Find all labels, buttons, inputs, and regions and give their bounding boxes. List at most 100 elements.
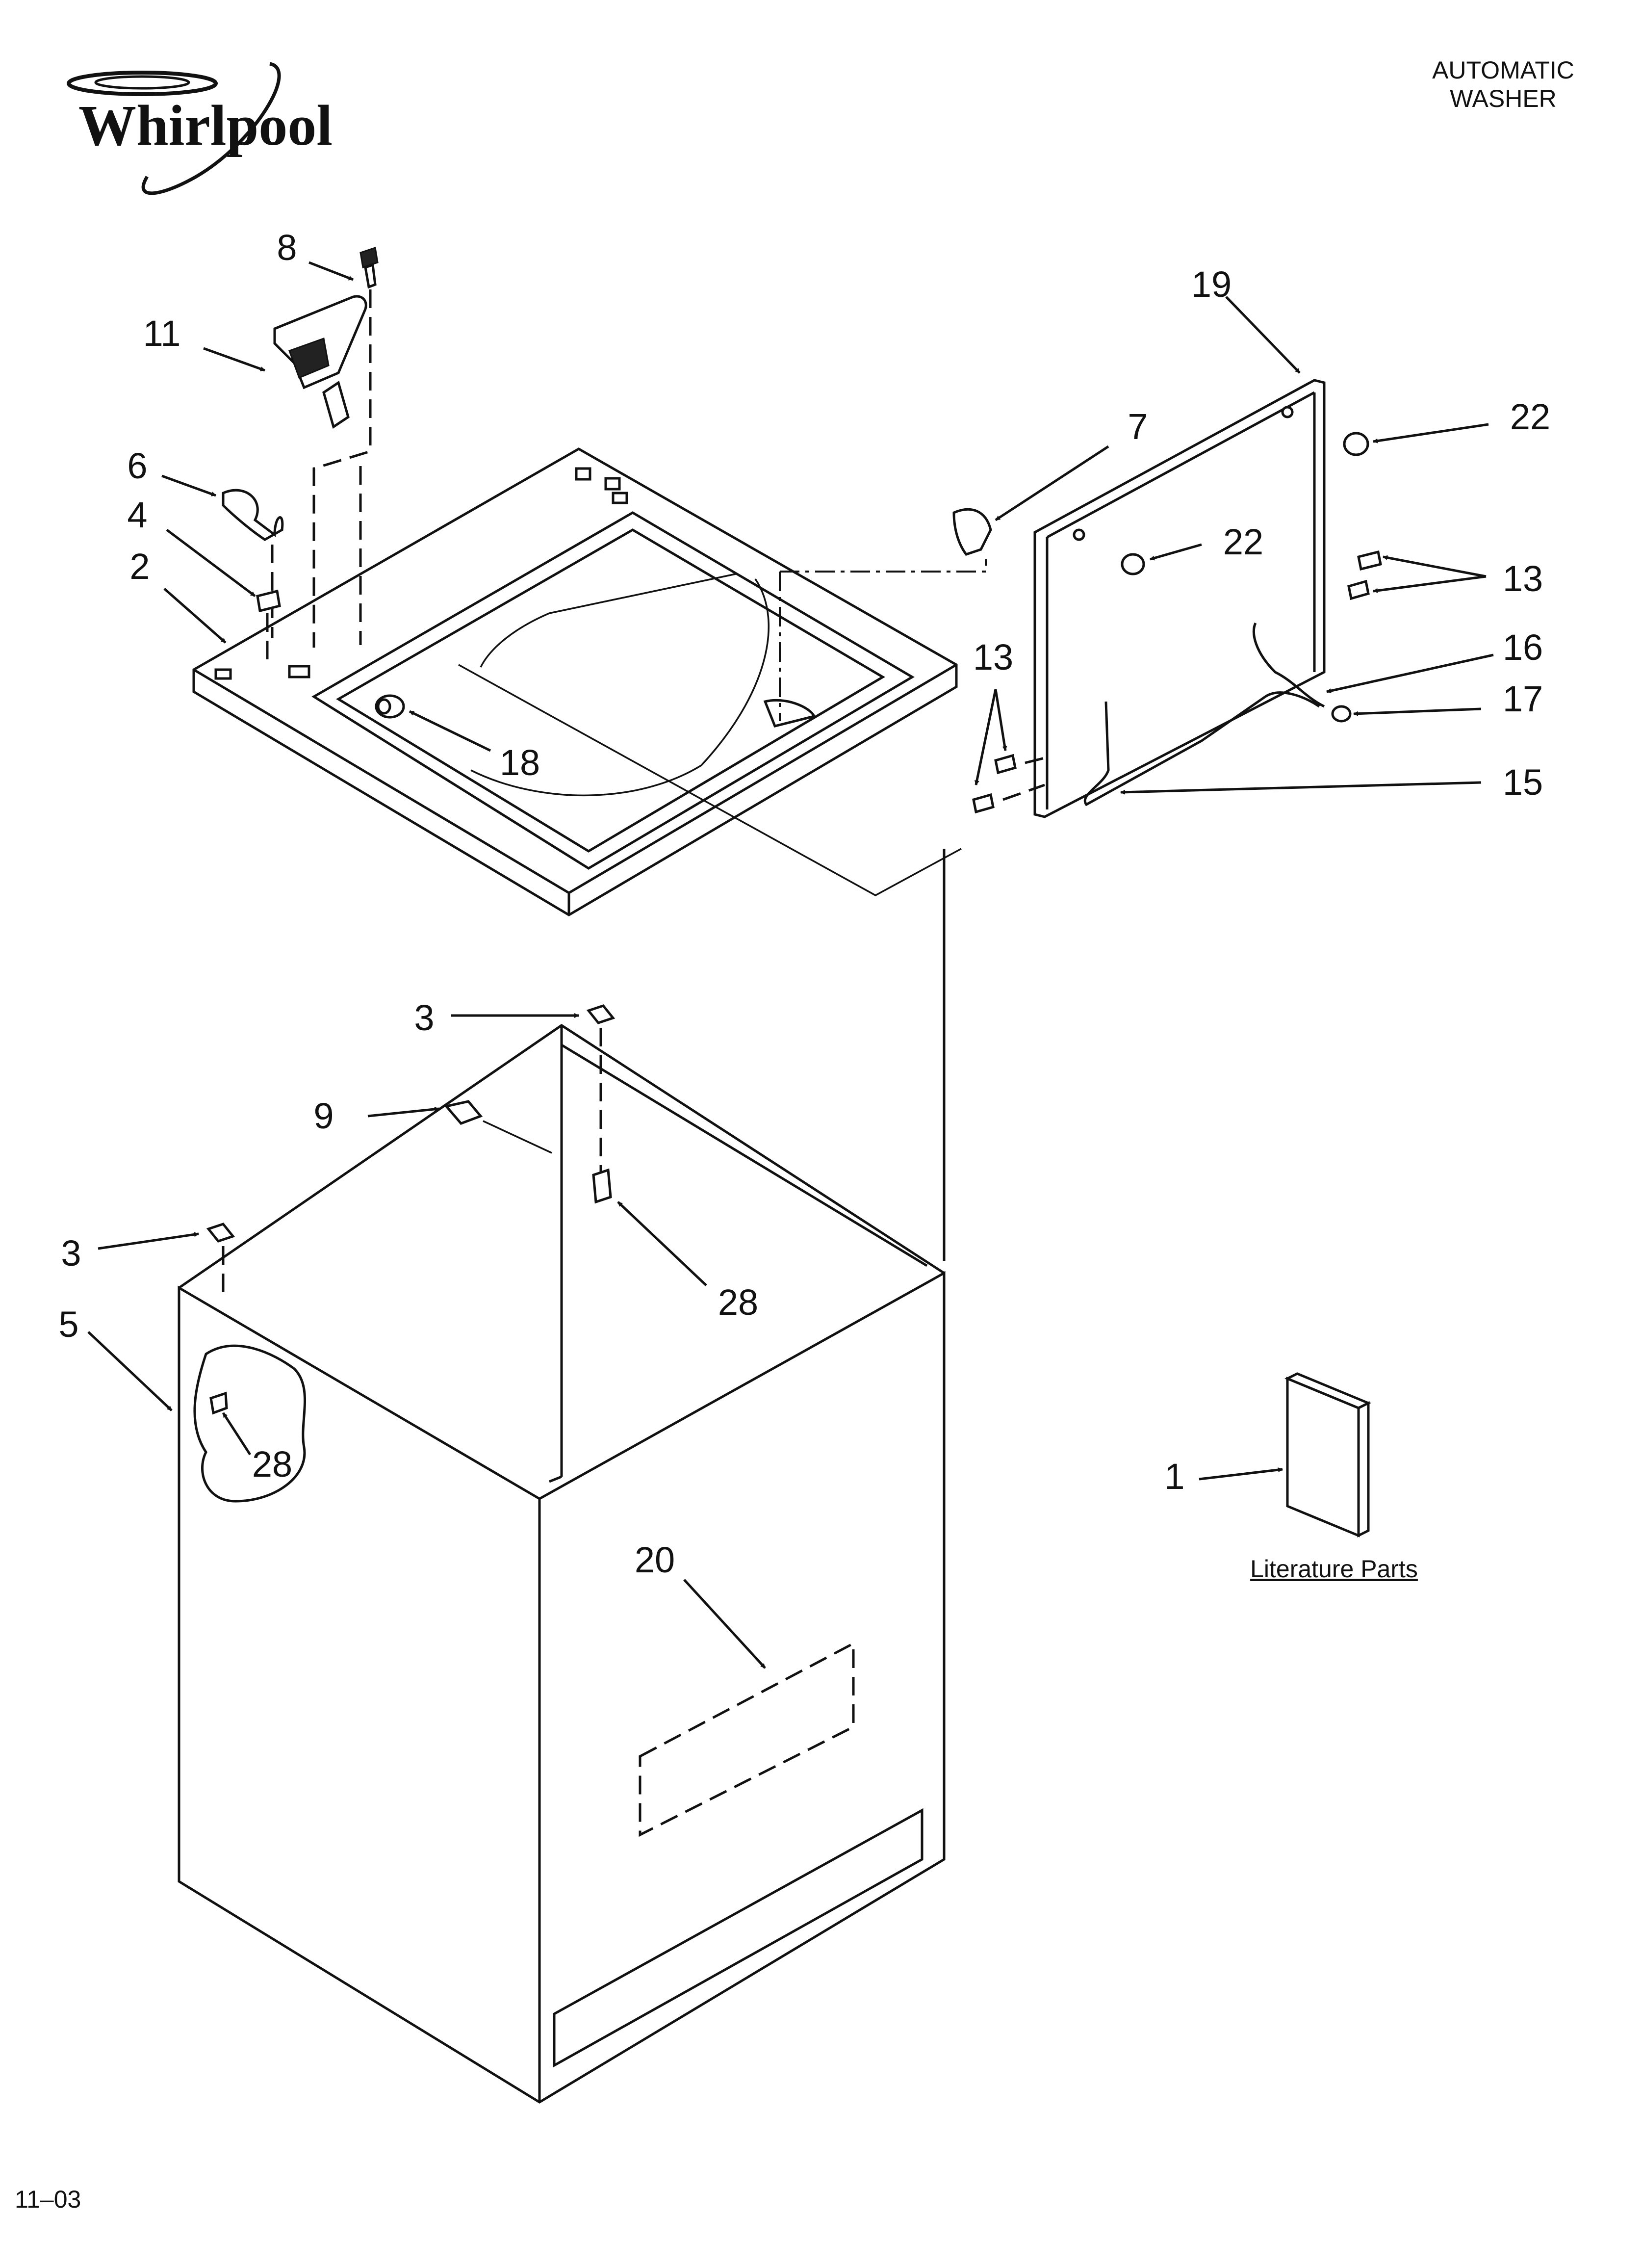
tub-inner-curve — [480, 573, 736, 668]
part-13-screw-a — [1357, 550, 1382, 571]
arrow-13b-1 — [974, 689, 997, 785]
logo-swirl-inner — [94, 75, 190, 90]
part-28-screw-b — [592, 1168, 612, 1204]
lid-switch-tab — [322, 381, 350, 429]
callout-17: 17 — [1503, 678, 1543, 719]
top-slot-3 — [575, 467, 591, 481]
callout-13-a: 13 — [1503, 558, 1543, 599]
arrow-15 — [1120, 781, 1482, 795]
callout-3-b: 3 — [414, 997, 434, 1038]
callout-13-b: 13 — [973, 637, 1013, 678]
callout-28-a: 28 — [252, 1444, 292, 1485]
date-code: 11–03 — [15, 2186, 81, 2213]
washer-top-assembly — [192, 447, 958, 916]
logo-swirl-ring — [67, 71, 218, 96]
logo-wordmark: Whirlpool — [78, 93, 333, 157]
top-slot-4 — [604, 477, 621, 491]
callout-1: 1 — [1164, 1456, 1184, 1497]
header-line-1: AUTOMATIC — [1432, 56, 1574, 84]
part-6-clip — [222, 489, 284, 541]
part-7-hinge — [952, 508, 992, 556]
screw-d-leader — [1002, 783, 1045, 801]
screw-head — [359, 247, 379, 268]
part-11-lid-switch — [273, 295, 367, 429]
callout-19: 19 — [1191, 264, 1232, 305]
lid-bumper-hole-2 — [1073, 528, 1085, 541]
part-4-clip — [256, 589, 281, 613]
cabinet-kick-panel — [553, 1808, 924, 2068]
lid-panel-outer — [1033, 379, 1326, 818]
callout-20: 20 — [635, 1539, 675, 1580]
part-18-bumper — [375, 694, 405, 719]
callout-6: 6 — [127, 445, 147, 486]
arrow-28a — [222, 1412, 252, 1456]
callout-11: 11 — [143, 313, 181, 354]
screw-c-leader — [1025, 756, 1045, 764]
arrow-13b-2 — [994, 689, 1007, 751]
screw-9-leader — [483, 1120, 552, 1154]
part-1-literature — [1284, 1372, 1372, 1538]
tub-rim-curve — [470, 578, 770, 797]
lid-inner-top — [1046, 391, 1315, 539]
hinge-leader — [780, 559, 987, 573]
cabinet-cutaway — [193, 1344, 307, 1503]
top-slot-1 — [288, 665, 310, 678]
lid-bumper-hole-1 — [1281, 406, 1294, 418]
callout-4: 4 — [127, 495, 147, 535]
part-15-hinge-rod — [1083, 691, 1320, 807]
screw-shank — [364, 263, 377, 289]
arrow-19 — [1225, 296, 1301, 374]
callout-2: 2 — [129, 546, 150, 587]
part-13-screw-c — [994, 754, 1017, 775]
arrow-11 — [203, 347, 265, 372]
arrow-22a — [1373, 423, 1489, 443]
part-19-lid — [1033, 379, 1326, 818]
callout-7: 7 — [1128, 406, 1148, 447]
lid-hinge-pad — [763, 699, 816, 728]
callout-16: 16 — [1503, 627, 1543, 668]
part-22-bumper-a — [1343, 432, 1369, 456]
callout-8: 8 — [277, 227, 297, 268]
arrow-28b — [617, 1201, 707, 1286]
logo-swoosh — [141, 62, 281, 195]
arrow-4 — [166, 529, 256, 597]
lid-opening-inner — [336, 528, 885, 853]
part-28-screw-a — [209, 1391, 228, 1415]
arrow-5 — [87, 1331, 173, 1411]
callout-3-a: 3 — [61, 1233, 81, 1274]
part-16-spring — [1252, 622, 1325, 708]
top-panel-outline — [192, 447, 958, 916]
callout-18: 18 — [500, 742, 540, 783]
arrow-6 — [161, 474, 216, 497]
arrow-9 — [367, 1106, 439, 1118]
arrow-13a-1 — [1383, 555, 1487, 578]
frame-inner-line — [561, 1043, 928, 1267]
arrow-17 — [1353, 707, 1482, 716]
arrow-16 — [1326, 653, 1494, 693]
part-20-label — [639, 1641, 855, 1837]
arrow-18 — [409, 710, 491, 752]
lid-switch-block — [288, 337, 330, 379]
header-line-2: WASHER — [1450, 85, 1557, 112]
whirlpool-logo: Whirlpool — [67, 62, 333, 195]
arrow-22b — [1150, 543, 1202, 561]
part-9-screw — [444, 1100, 483, 1125]
part-13-screw-b — [1347, 579, 1370, 600]
part-13-screw-d — [972, 793, 995, 814]
top-to-lid-leader — [458, 664, 962, 896]
arrow-2 — [163, 588, 227, 644]
top-slot-5 — [612, 492, 628, 504]
arrow-20 — [683, 1579, 766, 1669]
switch-mount-leader — [312, 289, 372, 648]
arrow-7 — [995, 445, 1109, 521]
callout-9: 9 — [313, 1095, 334, 1136]
literature-spine — [1357, 1401, 1370, 1538]
bumper-cap — [377, 698, 391, 715]
part-17-nut — [1331, 705, 1352, 723]
frame-corner-tick — [549, 1475, 562, 1483]
literature-caption: Literature Parts — [1250, 1555, 1418, 1583]
callout-15: 15 — [1503, 762, 1543, 803]
arrow-8 — [308, 261, 354, 281]
top-slot-2 — [214, 668, 232, 680]
